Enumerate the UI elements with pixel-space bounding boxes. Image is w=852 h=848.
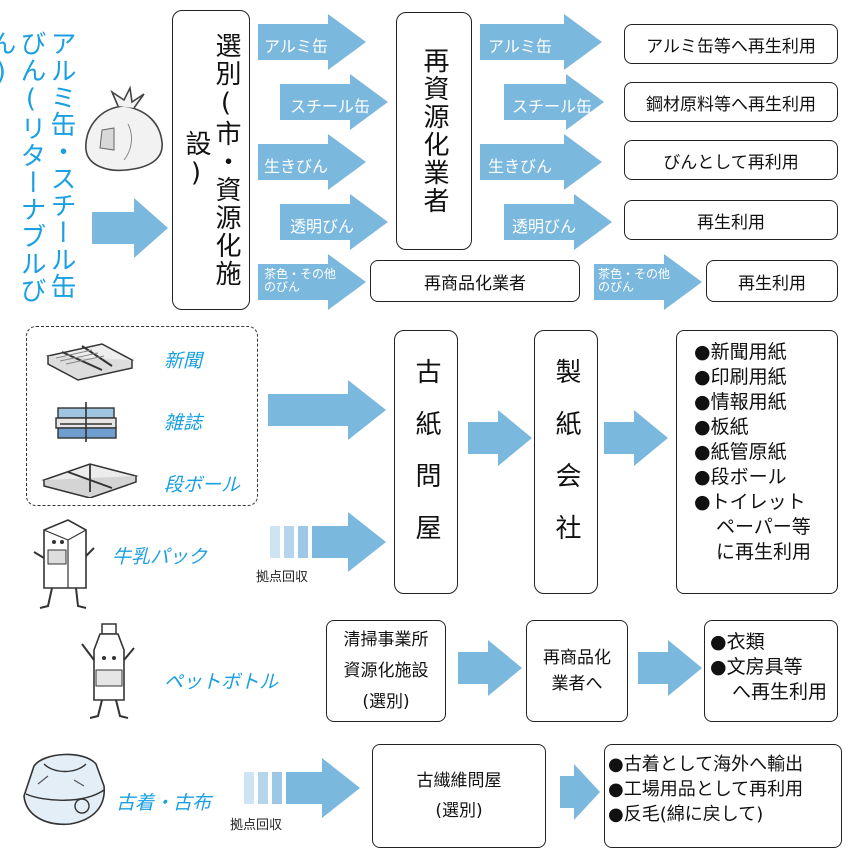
clothes-output-item: ●古着として海外へ輸出: [608, 754, 804, 775]
paper-output-item: ●板紙: [694, 416, 749, 438]
label-collection-point-milk: 拠点回収: [256, 570, 309, 585]
brown-bottle-recycler-box: 再商品化業者: [370, 260, 580, 302]
paper-outputs-list: ●新聞用紙 ●印刷用紙 ●情報用紙 ●板紙 ●紙管原紙 ●段ボール ●トイレット…: [694, 340, 811, 565]
arrow-steel-in: [280, 74, 388, 130]
cardboard-icon: [40, 458, 140, 502]
arrow-clear-bottle-out: [504, 194, 612, 250]
output-brown-bottle: 再生利用: [706, 260, 838, 302]
pet-facility-line: 清掃事業所: [343, 629, 429, 650]
arrow-label-clear-bottle-in: 透明びん: [290, 217, 355, 236]
paper-items-group: [26, 326, 258, 506]
output-clear-bottle: 再生利用: [624, 200, 838, 240]
pet-outputs-box: [704, 620, 838, 722]
paper-output-item: ●紙管原紙: [694, 441, 787, 463]
label-old-clothes: 古着・古布: [116, 792, 212, 814]
pet-outputs-list: ●衣類 ●文房具等 へ再生利用: [710, 630, 827, 705]
clothes-output-item: ●反毛(綿に戻して): [608, 804, 764, 825]
textile-wholesaler-box: 古繊維問屋 (選別): [372, 744, 546, 848]
clothes-outputs-box: [604, 744, 842, 848]
paper-output-item: ●段ボール: [694, 466, 787, 488]
label-pet-bottle: ペットボトル: [164, 671, 279, 693]
arrow-clear-bottle-in: [280, 194, 388, 250]
paper-output-item: ●印刷用紙: [694, 366, 787, 388]
arrow-bottle-reuse-in: [258, 134, 366, 190]
dashed-arrow-clothes: [244, 758, 360, 822]
arrow-label-brown-bottle-in: 茶色・その他のびん: [264, 267, 337, 294]
arrow-steel-out: [504, 74, 604, 130]
arrow-paper-to-wholesaler: [268, 380, 386, 440]
milk-carton-mascot-icon: [28, 518, 98, 618]
garbage-bag-icon: [78, 84, 170, 178]
pet-recycler-line: 再商品化: [543, 648, 611, 668]
arrow-label-steel-in: スチール缶: [290, 97, 371, 116]
paper-wholesaler-box: 古紙問屋: [394, 330, 458, 594]
paper-output-item: ●情報用紙: [694, 391, 787, 413]
output-aluminum: アルミ缶等へ再生利用: [624, 24, 838, 64]
arrow-to-clothes-outputs: [560, 764, 600, 820]
textile-wholesaler-line: (選別): [435, 801, 483, 821]
clothes-output-item: ●工場用品として再利用: [608, 779, 804, 800]
label-newspaper: 新聞: [164, 350, 203, 372]
newspaper-icon: [42, 336, 138, 386]
arrow-aluminum-out: [480, 14, 602, 70]
textile-wholesaler-line: 古繊維問屋: [416, 771, 502, 791]
arrow-label-bottle-reuse-out: 生きびん: [488, 157, 553, 176]
pet-output-item: へ再生利用: [732, 681, 828, 703]
pet-bottle-mascot-icon: [74, 620, 144, 728]
arrow-label-clear-bottle-out: 透明びん: [512, 217, 577, 236]
arrow-bottle-reuse-out: [480, 134, 602, 190]
arrow-brown-bottle-out: [594, 254, 702, 310]
old-clothes-icon: [14, 746, 114, 834]
pet-output-item: ●衣類: [710, 631, 765, 653]
label-milk-carton: 牛乳パック: [112, 546, 208, 568]
pet-facility-line: 資源化施設: [343, 660, 429, 681]
label-magazine: 雑誌: [164, 412, 203, 434]
arrow-label-aluminum-in: アルミ缶: [264, 37, 328, 56]
magazine-icon: [50, 396, 130, 450]
arrow-label-brown-bottle-out: 茶色・その他のびん: [598, 267, 671, 294]
label-cardboard: 段ボール: [164, 474, 241, 496]
sorting-box: 選別(市・資源化施設): [172, 10, 250, 310]
arrow-label-aluminum-out: アルミ缶: [488, 37, 552, 56]
arrow-aluminum-in: [258, 14, 366, 70]
clothes-outputs-list: ●古着として海外へ輸出 ●工場用品として再利用 ●反毛(綿に戻して): [608, 752, 803, 827]
paper-output-item: に再生利用: [716, 541, 812, 563]
arrow-to-pet-outputs: [638, 640, 702, 696]
paper-company-box: 製紙会社: [534, 330, 598, 594]
output-bottle-reuse: びんとして再利用: [624, 140, 838, 180]
pet-output-item: ●文房具等: [710, 656, 803, 678]
paper-output-item: ペーパー等: [716, 516, 811, 538]
arrow-to-paper-company: [468, 410, 532, 466]
recycler-box: 再資源化業者: [396, 12, 472, 250]
output-steel: 鋼材原料等へ再生利用: [624, 82, 838, 122]
arrow-label-bottle-reuse-in: 生きびん: [264, 157, 329, 176]
arrow-to-pet-recycler: [458, 640, 522, 696]
pet-recycler-box: 再商品化 業者へ: [526, 620, 628, 722]
paper-outputs-box: [676, 330, 838, 594]
dashed-arrow-milk: [270, 512, 386, 576]
pet-recycler-line: 業者へ: [551, 674, 603, 694]
pet-facility-line: (選別): [362, 691, 410, 712]
arrow-to-sorting: [92, 198, 168, 258]
cans-bottles-source-label: アルミ缶・スチール缶びん(リターナブルびん): [0, 30, 76, 304]
paper-output-item: ●新聞用紙: [694, 341, 787, 363]
pet-facility-box: 清掃事業所 資源化施設 (選別): [326, 620, 446, 722]
label-collection-point-clothes: 拠点回収: [230, 818, 283, 833]
arrow-to-paper-outputs: [604, 410, 668, 466]
arrow-brown-bottle-in: [258, 254, 366, 310]
paper-output-item: ●トイレット: [694, 491, 806, 513]
arrow-label-steel-out: スチール缶: [512, 97, 593, 116]
